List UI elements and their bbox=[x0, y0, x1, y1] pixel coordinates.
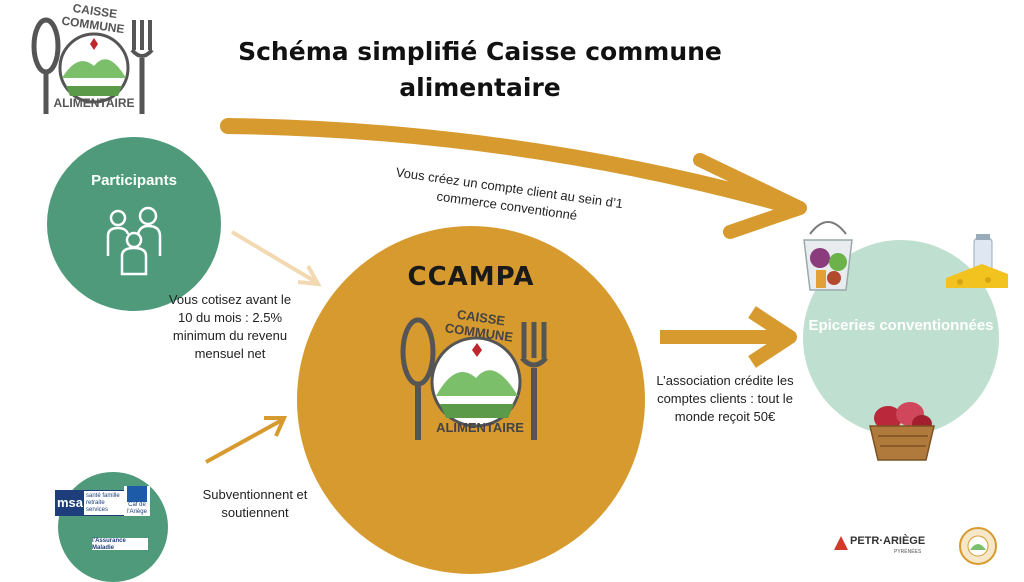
msa-tagline: santé famille retraite services bbox=[86, 493, 120, 513]
participants-label: Participants bbox=[91, 172, 177, 189]
petr-text: PETR·ARIÈGE bbox=[850, 535, 926, 547]
people-icon bbox=[106, 206, 162, 276]
msa-logo-text: msa bbox=[56, 491, 84, 515]
logo-bottom-text: ALIMENTAIRE bbox=[53, 96, 135, 110]
meat-basket-icon bbox=[869, 402, 935, 461]
partners-node bbox=[58, 472, 168, 582]
epiceries-label: Epiceries conventionnées bbox=[808, 317, 994, 334]
ccampa-logo bbox=[400, 317, 548, 440]
ccampa-label: CCAMPA bbox=[407, 262, 535, 292]
subvention-text: Subventionnent et soutiennent bbox=[202, 487, 308, 520]
petr-subtext: PYRÉNÉES bbox=[894, 549, 922, 555]
partner-seal-icon bbox=[959, 527, 997, 565]
credit-text: L’association crédite les comptes client… bbox=[656, 373, 794, 424]
caf-icon bbox=[127, 486, 147, 502]
diagram-title: Schéma simplifié Caisse commune alimenta… bbox=[238, 37, 722, 102]
participants-node bbox=[47, 137, 221, 311]
petr-ariege-logo: PETR·ARIÈGE PYRÉNÉES bbox=[834, 534, 934, 558]
ccampa-logo-bottom-text: ALIMENTAIRE bbox=[436, 420, 524, 435]
dairy-icon bbox=[946, 234, 1008, 288]
triangle-icon bbox=[834, 536, 848, 550]
caisse-commune-logo bbox=[31, 17, 154, 114]
cotisation-text: Vous cotisez avant le 10 du mois : 2.5% … bbox=[168, 292, 292, 361]
assurance-maladie-logo: l'Assurance Maladie bbox=[92, 538, 148, 551]
vegetable-bag-icon bbox=[803, 221, 853, 291]
caf-label: Caf de l'Ariège bbox=[127, 502, 147, 515]
caf-logo: Caf de l'Ariège bbox=[124, 486, 150, 516]
